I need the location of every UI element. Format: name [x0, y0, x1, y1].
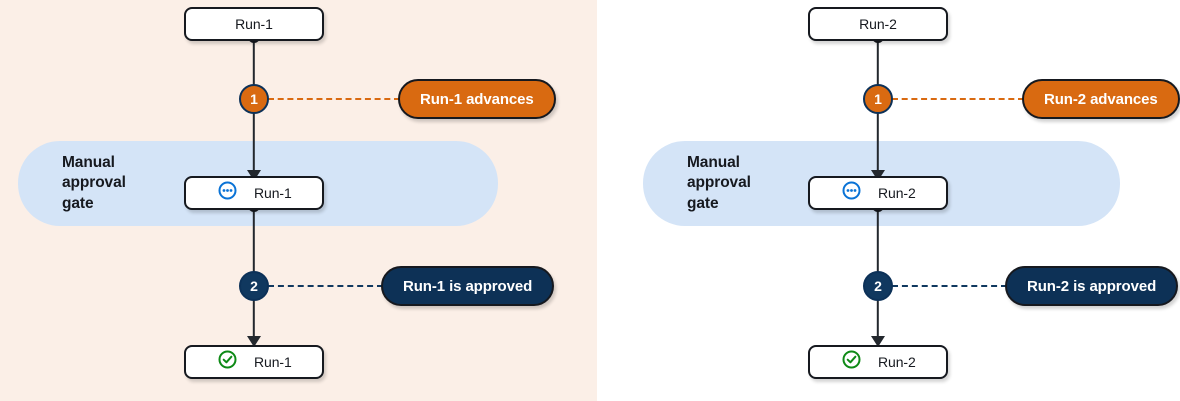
node-run-2-approval[interactable]: Run-2	[808, 176, 948, 210]
callout-label: Run-1 advances	[420, 90, 534, 108]
leader-line-step-2	[892, 285, 1007, 287]
node-label: Run-2	[878, 185, 916, 201]
leader-line-step-2	[268, 285, 383, 287]
node-run-1-approval[interactable]: Run-1	[184, 176, 324, 210]
node-label: Run-1	[254, 185, 292, 201]
arrow-head-to-approval	[247, 170, 261, 181]
callout-label: Run-1 is approved	[403, 277, 533, 295]
node-label: Run-2	[878, 354, 916, 370]
in-progress-icon	[218, 181, 237, 205]
manual-approval-gate-label: Manual approval gate	[62, 153, 126, 212]
success-check-icon	[218, 350, 237, 374]
node-run-2-done[interactable]: Run-2	[808, 345, 948, 379]
in-progress-icon	[842, 181, 861, 205]
step-badge-1[interactable]: 1	[239, 84, 269, 114]
node-label: Run-2	[859, 16, 897, 32]
manual-approval-gate-band: Manual approval gate	[18, 141, 498, 226]
step-badge-number: 1	[250, 91, 258, 107]
success-check-icon	[842, 350, 861, 374]
node-run-1-start[interactable]: Run-1	[184, 7, 324, 41]
callout-run-2-advances[interactable]: Run-2 advances	[1022, 79, 1180, 119]
step-badge-2[interactable]: 2	[863, 271, 893, 301]
step-badge-2[interactable]: 2	[239, 271, 269, 301]
step-badge-number: 2	[250, 278, 258, 294]
node-label: Run-1	[254, 354, 292, 370]
arrow-head-to-done	[247, 336, 261, 347]
callout-label: Run-2 advances	[1044, 90, 1158, 108]
arrow-head-to-approval	[871, 170, 885, 181]
manual-approval-gate-label: Manual approval gate	[687, 153, 751, 212]
callout-run-1-is-approved[interactable]: Run-1 is approved	[381, 266, 555, 306]
step-badge-1[interactable]: 1	[863, 84, 893, 114]
leader-line-step-1	[892, 98, 1024, 100]
callout-run-2-is-approved[interactable]: Run-2 is approved	[1005, 266, 1179, 306]
callout-run-1-advances[interactable]: Run-1 advances	[398, 79, 556, 119]
node-label: Run-1	[235, 16, 273, 32]
node-run-1-done[interactable]: Run-1	[184, 345, 324, 379]
node-run-2-start[interactable]: Run-2	[808, 7, 948, 41]
callout-label: Run-2 is approved	[1027, 277, 1157, 295]
flow-panel-run-1: Manual approval gate Run-1	[18, 7, 556, 379]
flow-panel-run-2: Manual approval gate Run-2	[597, 0, 1180, 401]
step-badge-number: 2	[874, 278, 882, 294]
leader-line-step-1	[268, 98, 400, 100]
arrow-head-to-done	[871, 336, 885, 347]
step-badge-number: 1	[874, 91, 882, 107]
